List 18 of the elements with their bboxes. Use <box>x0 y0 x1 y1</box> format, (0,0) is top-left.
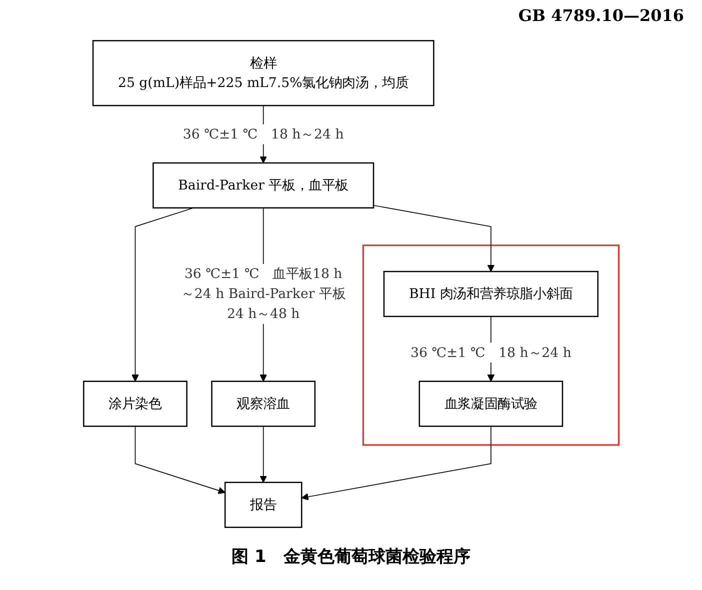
node-box: Baird-Parker 平板，血平板 <box>152 162 374 208</box>
node-box: 观察溶血 <box>210 380 316 427</box>
node-box: 涂片染色 <box>82 380 188 427</box>
standard-number: GB 4789.10—2016 <box>518 6 684 25</box>
node-box: BHI 肉汤和营养琼脂小斜面 <box>383 270 598 318</box>
node-box: 血浆凝固酶试验 <box>418 380 563 427</box>
node-box: 检样 25 g(mL)样品+225 mL7.5%氯化钠肉汤，均质 <box>92 40 434 106</box>
arrow <box>131 207 194 382</box>
cluster <box>362 244 620 446</box>
arrow <box>260 426 267 483</box>
arrow <box>372 204 494 272</box>
arrow <box>301 426 492 500</box>
edge-label: 36 ℃±1 ℃ 18 h～24 h <box>410 344 572 360</box>
node-box: 报告 <box>224 482 302 528</box>
edge-label: 36 ℃±1 ℃ 血平板18 h～24 h Baird-Parker 平板24 h～48 h <box>180 266 346 322</box>
figure-caption: 图 1 金黄色葡萄球菌检验程序 <box>230 546 472 568</box>
arrow <box>134 426 226 494</box>
edge-label: 36 ℃±1 ℃ 18 h～24 h <box>182 126 344 142</box>
